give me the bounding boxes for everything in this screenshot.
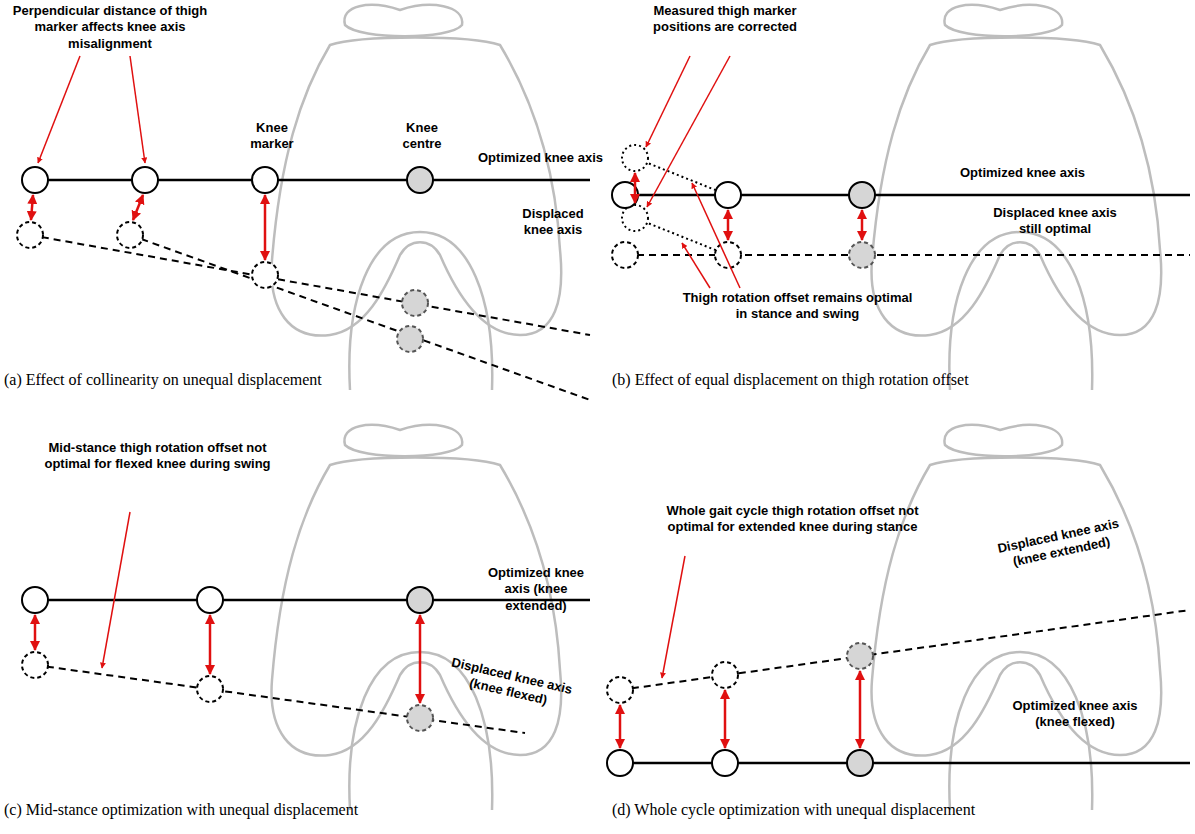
annotation-label: Optimized knee axis (knee extended) bbox=[480, 565, 592, 614]
panel-d bbox=[607, 425, 1190, 810]
annotation-label: Optimized knee axis bbox=[960, 165, 1120, 181]
panel-caption: (c) Mid-stance optimization with unequal… bbox=[4, 800, 358, 819]
annotation-label: Displaced knee axis (knee extended) bbox=[983, 513, 1136, 576]
annotation-label: Thigh rotation offset remains optimal in… bbox=[680, 290, 915, 323]
panel-caption: (d) Whole cycle optimization with unequa… bbox=[612, 800, 975, 819]
annotation-label: Optimized knee axis bbox=[478, 150, 618, 166]
panel-caption: (b) Effect of equal displacement on thig… bbox=[612, 370, 969, 389]
panel-b bbox=[612, 5, 1190, 390]
panel-caption: (a) Effect of collinearity on unequal di… bbox=[4, 370, 322, 389]
annotation-label: Measured thigh marker positions are corr… bbox=[640, 3, 810, 36]
annotation-label: Perpendicular distance of thigh marker a… bbox=[5, 3, 215, 52]
annotation-label: Mid-stance thigh rotation offset not opt… bbox=[40, 440, 275, 473]
annotation-label: Knee marker bbox=[236, 120, 308, 153]
panel-c bbox=[22, 425, 590, 810]
annotation-label: Displaced knee axis still optimal bbox=[985, 205, 1125, 238]
annotation-label: Whole gait cycle thigh rotation offset n… bbox=[655, 503, 930, 536]
annotation-label: Displaced knee axis bbox=[512, 206, 594, 239]
annotation-label: Knee centre bbox=[388, 120, 456, 153]
annotation-label: Optimized knee axis (knee flexed) bbox=[1005, 698, 1145, 731]
panel-a bbox=[17, 5, 590, 400]
